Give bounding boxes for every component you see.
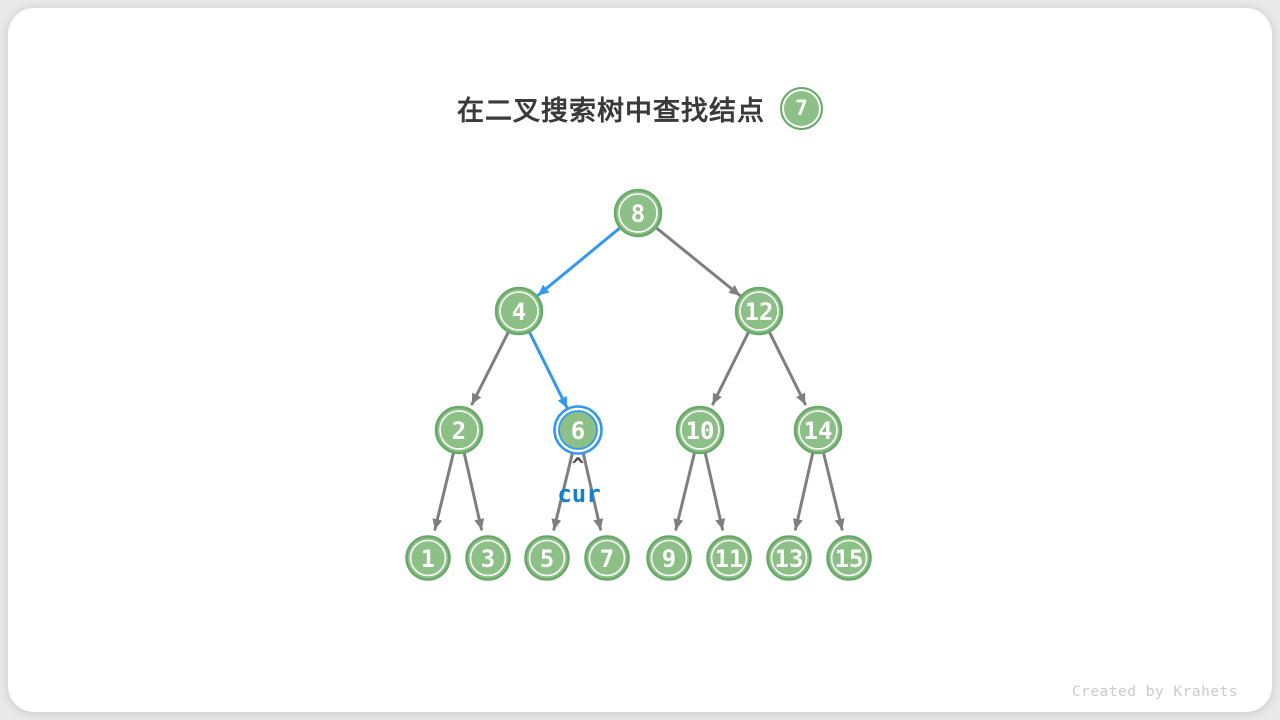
- tree-node-7: 7: [584, 535, 630, 581]
- tree-node-8: 8: [613, 188, 663, 238]
- node-value: 6: [571, 417, 585, 445]
- node-value: 4: [512, 298, 526, 326]
- target-node-value: 7: [795, 96, 808, 120]
- node-value: 7: [600, 545, 614, 573]
- edge-6-5: [551, 450, 575, 531]
- edge-8-12: [653, 225, 742, 297]
- node-value: 15: [835, 545, 864, 573]
- node-value: 13: [775, 545, 804, 573]
- figure-title: 在二叉搜索树中查找结点: [457, 96, 765, 127]
- tree-node-10: 10: [675, 405, 725, 455]
- node-value: 14: [804, 417, 833, 445]
- credit-text: Created by Krahets: [1071, 684, 1238, 700]
- tree-node-1: 1: [405, 535, 451, 581]
- edge-14-13: [792, 450, 815, 531]
- node-value: 10: [686, 417, 715, 445]
- node-value: 2: [452, 417, 466, 445]
- tree-node-13: 13: [766, 535, 812, 581]
- tree-node-4: 4: [494, 286, 544, 336]
- edge-12-10: [711, 329, 751, 406]
- edge-10-9: [673, 450, 697, 531]
- target-node-badge: 7: [780, 87, 823, 130]
- tree-node-6-current: 6: [553, 405, 603, 455]
- tree-node-3: 3: [465, 535, 511, 581]
- cur-pointer-caret: ^: [571, 454, 585, 478]
- node-value: 9: [662, 545, 676, 573]
- tree-node-14: 14: [793, 405, 843, 455]
- node-value: 11: [715, 545, 744, 573]
- node-value: 8: [631, 200, 645, 228]
- edge-12-14: [767, 329, 807, 406]
- node-value: 5: [540, 545, 554, 573]
- edges-layer: [432, 225, 845, 531]
- figure-card: [8, 8, 1272, 712]
- edge-4-6-search-path: [527, 329, 569, 410]
- edge-10-11: [703, 450, 726, 531]
- edge-2-3: [462, 450, 485, 531]
- tree-node-15: 15: [826, 535, 872, 581]
- tree-node-2: 2: [434, 405, 484, 455]
- cur-pointer-label: cur: [557, 480, 601, 508]
- node-value: 3: [481, 545, 495, 573]
- tree-node-5: 5: [524, 535, 570, 581]
- edge-8-4-search-path: [536, 225, 623, 297]
- tree-node-11: 11: [706, 535, 752, 581]
- edge-2-1: [432, 450, 456, 531]
- node-value: 1: [421, 545, 435, 573]
- edge-14-15: [821, 450, 845, 531]
- edge-4-2: [470, 329, 511, 406]
- tree-node-12: 12: [734, 286, 784, 336]
- figure-title-row: 在二叉搜索树中查找结点 7: [0, 87, 1280, 130]
- edge-6-7: [581, 450, 604, 531]
- node-value: 12: [745, 298, 774, 326]
- tree-node-9: 9: [646, 535, 692, 581]
